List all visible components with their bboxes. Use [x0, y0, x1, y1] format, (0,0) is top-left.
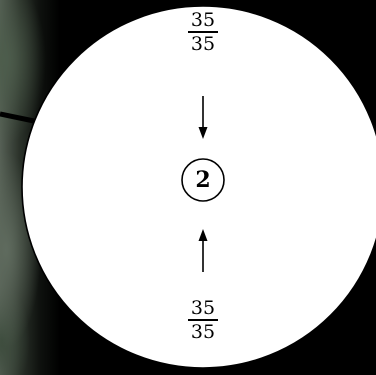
- bottom-fraction: 35 35: [173, 298, 233, 342]
- top-fraction-numerator: 35: [173, 10, 233, 30]
- center-label: 2: [181, 158, 225, 202]
- connector-line: [0, 114, 34, 121]
- bottom-fraction-denominator: 35: [173, 322, 233, 342]
- top-fraction-denominator: 35: [173, 34, 233, 54]
- bottom-fraction-numerator: 35: [173, 298, 233, 318]
- top-fraction: 35 35: [173, 10, 233, 54]
